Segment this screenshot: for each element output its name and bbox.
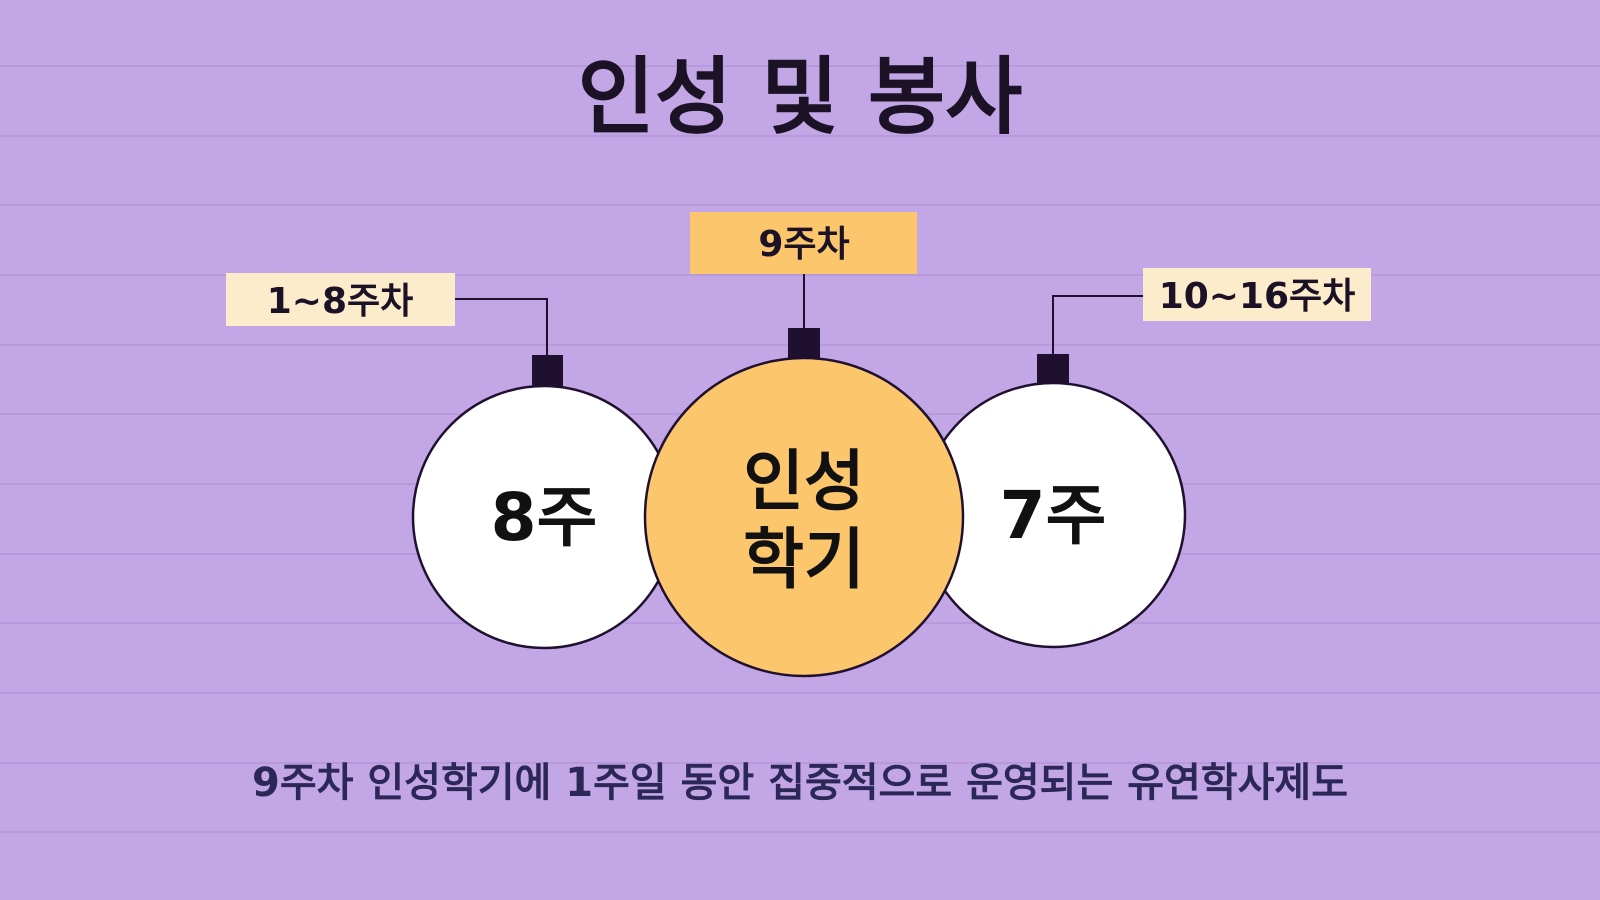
label-right-text: 10~16주차 xyxy=(1159,276,1356,317)
connectors xyxy=(455,274,1143,356)
middle-cap xyxy=(788,328,820,361)
label-left: 1~8주차 xyxy=(226,273,455,326)
label-middle-text: 9주차 xyxy=(758,224,849,265)
circle-left: 8주 xyxy=(411,384,677,650)
right-cap xyxy=(1037,354,1069,386)
circle-middle: 인성 학기 xyxy=(643,356,965,678)
circle-middle-line1: 인성 xyxy=(743,443,864,520)
label-middle: 9주차 xyxy=(690,212,917,274)
circle-middle-line2: 학기 xyxy=(743,521,864,598)
left-cap xyxy=(532,355,563,388)
page-title: 인성 및 봉사 xyxy=(578,48,1023,146)
circle-left-text: 8주 xyxy=(491,479,598,556)
description: 9주차 인성학기에 1주일 동안 집중적으로 운영되는 유연학사제도 xyxy=(252,760,1348,806)
label-left-text: 1~8주차 xyxy=(267,281,414,322)
label-right: 10~16주차 xyxy=(1143,268,1371,321)
circle-right-text: 7주 xyxy=(1000,477,1107,554)
